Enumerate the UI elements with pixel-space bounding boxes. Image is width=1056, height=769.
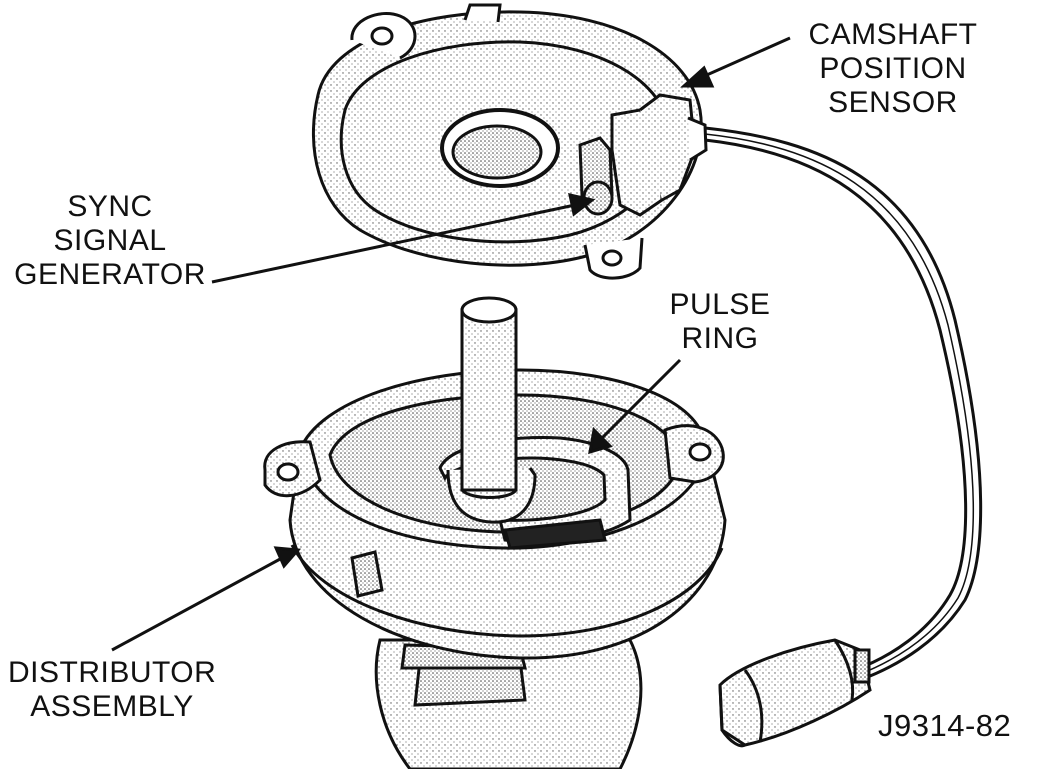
distributor-assembly-label: DISTRIBUTOR ASSEMBLY xyxy=(8,656,216,724)
pulse-label-line2: RING xyxy=(681,322,759,355)
distributor-leader xyxy=(111,556,283,652)
sensor-wiring-harness xyxy=(704,126,983,682)
leader-arrows xyxy=(111,36,791,652)
camshaft-sensor-leader xyxy=(699,36,791,80)
pulse-ring-leader xyxy=(598,358,682,442)
distributor-label-line2: ASSEMBLY xyxy=(30,690,194,723)
sync-generator-arrowhead xyxy=(568,193,596,217)
camshaft-label-line2: POSITION xyxy=(819,52,967,85)
camshaft-sensor-arrowhead xyxy=(680,65,715,88)
figure-id: J9314-82 xyxy=(878,708,1012,743)
camshaft-label-line1: CAMSHAFT xyxy=(808,18,978,51)
sync-label-line2: SIGNAL xyxy=(53,224,167,257)
pulse-ring-label: PULSE RING xyxy=(665,288,775,356)
sync-label-line1: SYNC xyxy=(67,190,153,223)
pulse-ring-arrowhead xyxy=(588,426,613,455)
distributor-arrowhead xyxy=(273,546,302,569)
camshaft-position-sensor-label: CAMSHAFT POSITION SENSOR xyxy=(808,18,978,120)
distributor-shaft xyxy=(446,296,537,524)
camshaft-label-line3: SENSOR xyxy=(828,86,958,119)
sync-label-line3: GENERATOR xyxy=(14,258,206,291)
sync-generator-leader xyxy=(211,203,576,284)
sync-signal-generator-label: SYNC SIGNAL GENERATOR xyxy=(10,190,210,292)
pulse-label-line1: PULSE xyxy=(669,288,771,321)
distributor-label-line1: DISTRIBUTOR xyxy=(8,656,217,689)
camshaft-position-sensor xyxy=(311,3,708,280)
harness-connector xyxy=(718,638,872,748)
